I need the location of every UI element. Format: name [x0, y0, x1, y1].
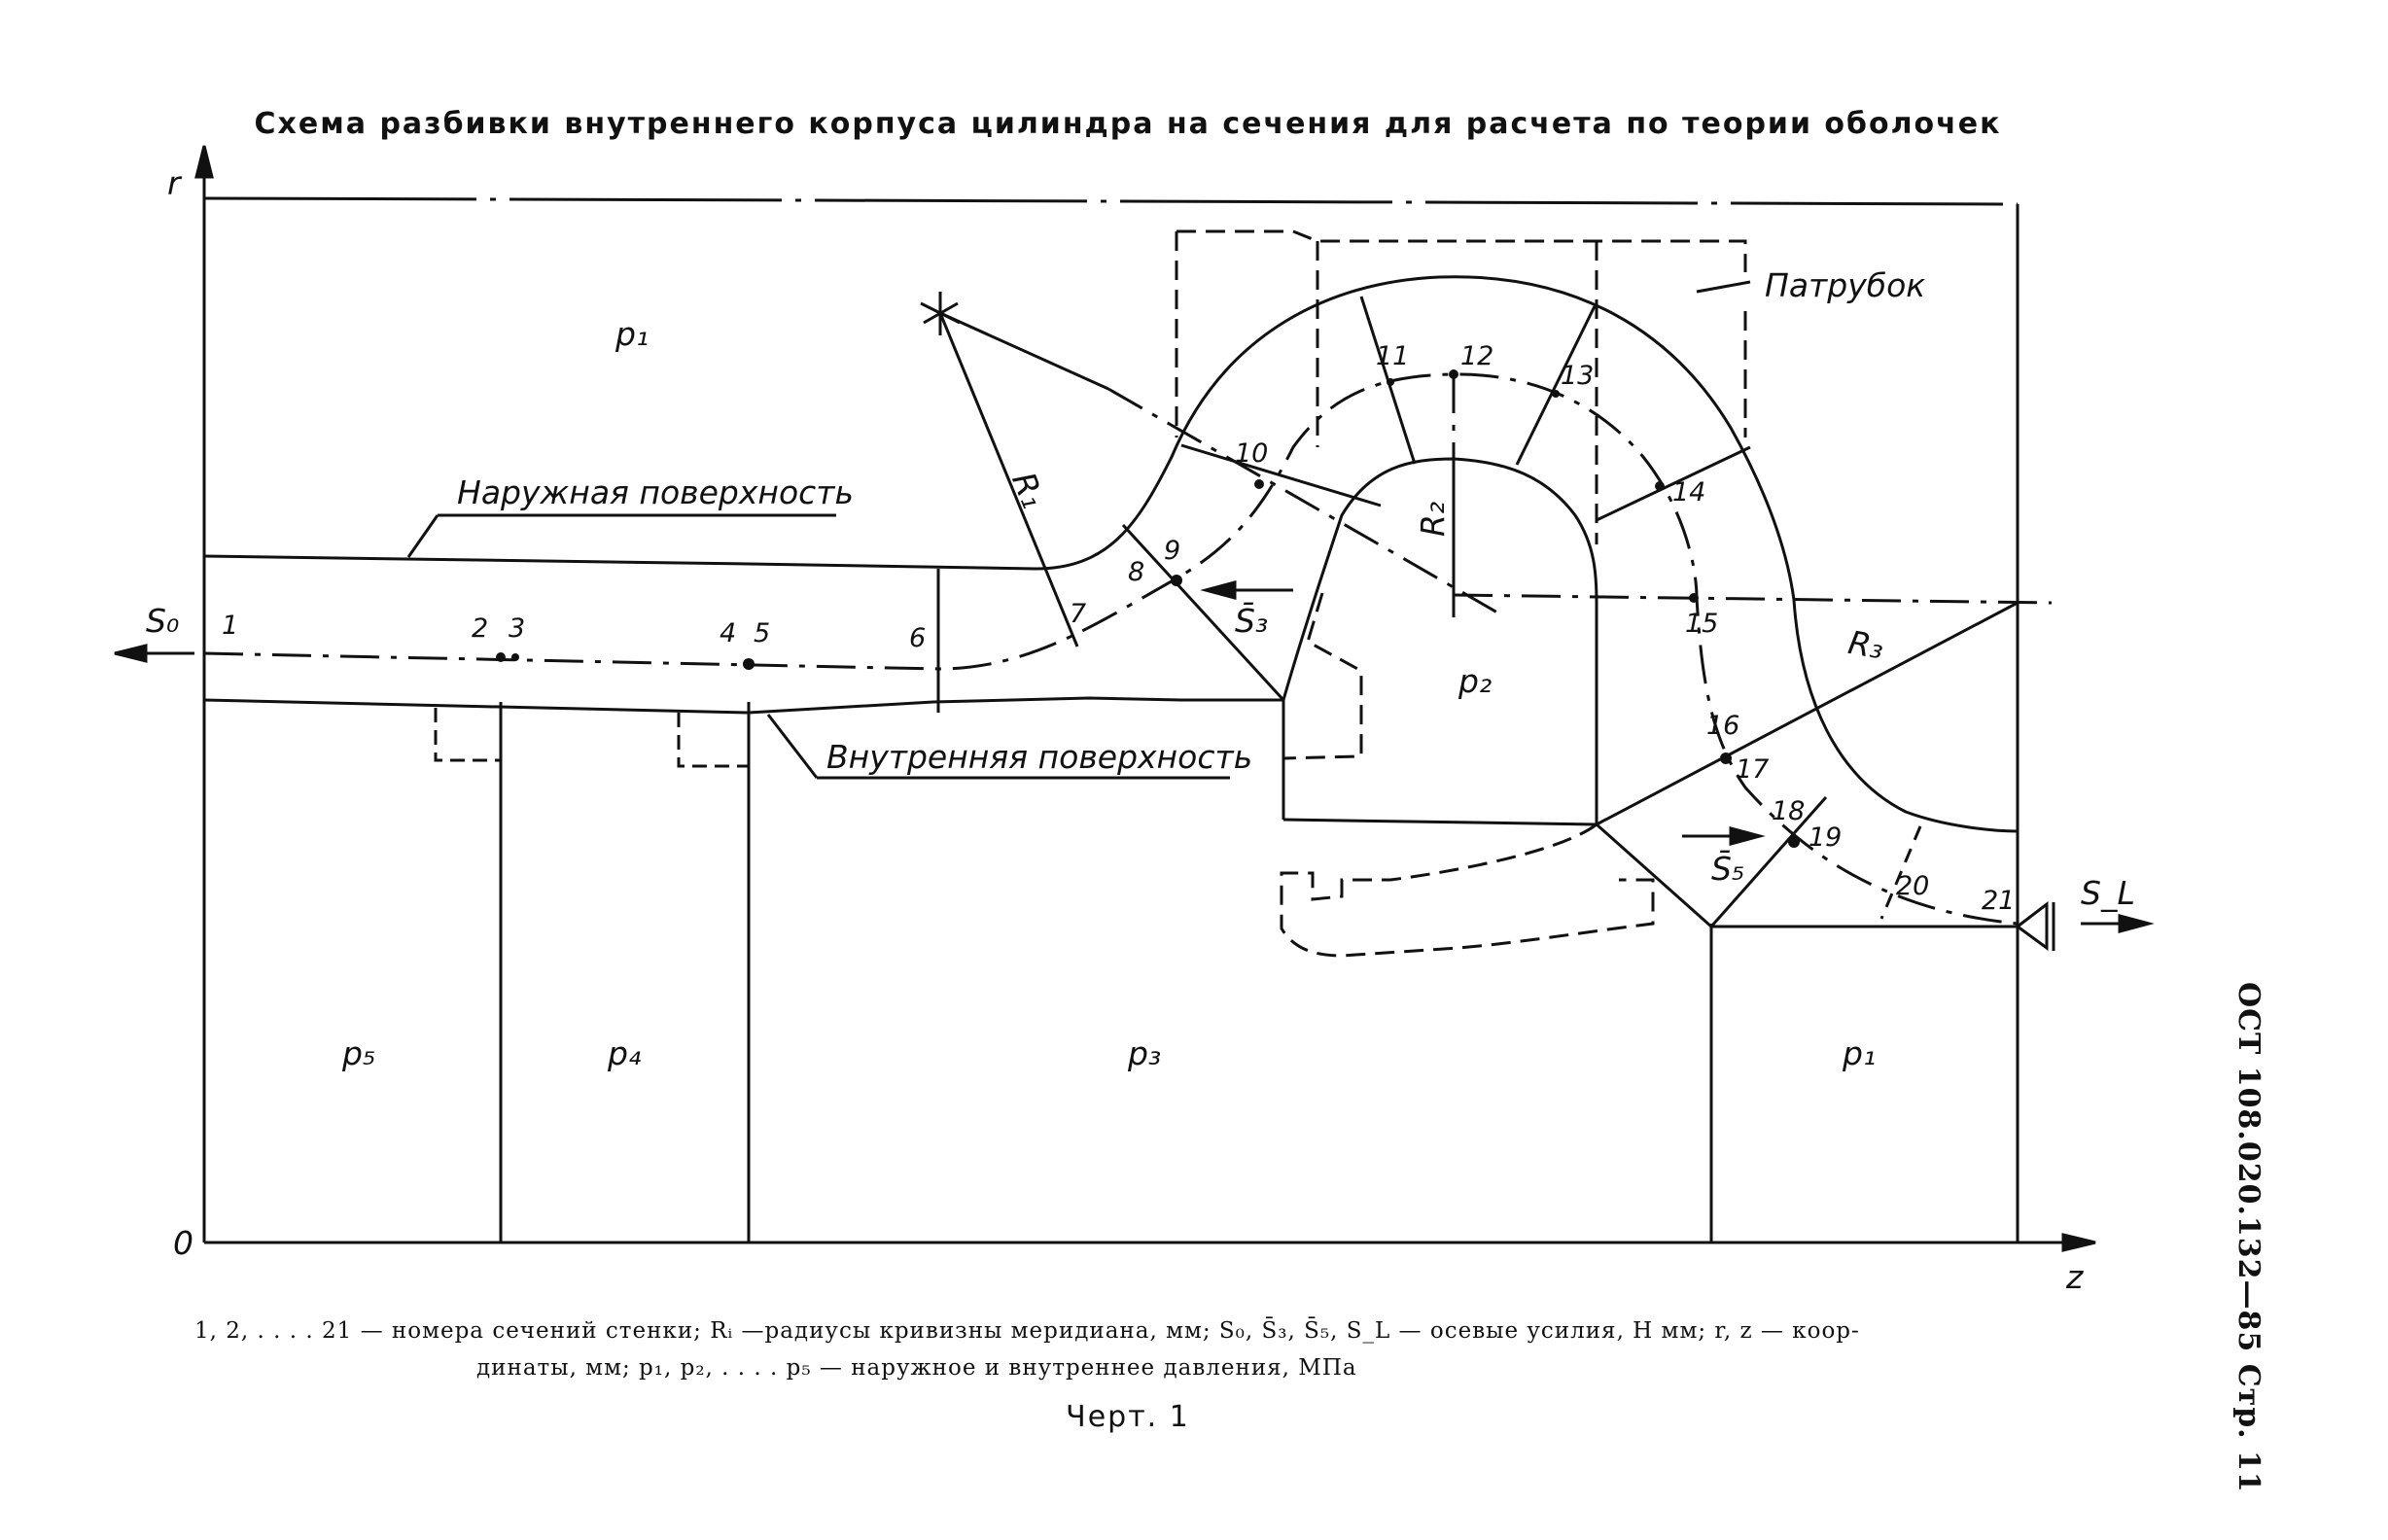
origin-label: 0: [173, 1224, 193, 1262]
support-dash-1: [434, 708, 501, 762]
s3-label: S̄₃: [1235, 601, 1268, 640]
r1-star-3: [923, 301, 959, 325]
legend-caption: 1, 2, . . . . 21 — номера сечений стенки…: [194, 1312, 2129, 1386]
lower-bend: [1596, 822, 2018, 928]
section-line-10: [1180, 443, 1382, 508]
section-label-5: 5: [754, 618, 770, 648]
side-stamp: ОСТ 108.020.132—85 Стр. 11: [2231, 982, 2265, 1493]
pressure-p3: p₃: [1127, 1034, 1161, 1072]
section-label-9: 9: [1164, 536, 1180, 566]
caption-line-1: 1, 2, . . . . 21 — номера сечений стенки…: [194, 1318, 1860, 1344]
pressure-p5: p₅: [341, 1034, 375, 1072]
r2-horizontal: [1453, 593, 2053, 605]
inner-surface-line: [203, 696, 1283, 715]
caption-line-2: динаты, мм; p₁, p₂, . . . . p₅ — наружно…: [476, 1355, 1357, 1381]
nozzle-label: Патрубок: [1765, 266, 1925, 304]
outer-surface-line: [203, 275, 2019, 833]
s5-arrowhead: [1729, 826, 1766, 846]
r3-label: R₃: [1845, 623, 1886, 667]
section-label-20: 20: [1896, 871, 1929, 901]
section-label-4: 4: [720, 618, 736, 648]
r1-label: R₁: [1004, 467, 1053, 513]
section-label-19: 19: [1809, 822, 1842, 853]
inner-dashed-contour: [1282, 592, 1363, 760]
section-label-14: 14: [1672, 477, 1705, 508]
section-label-6: 6: [909, 623, 926, 653]
top-boundary: [203, 196, 2019, 206]
section-dot-13: [1552, 390, 1560, 398]
outer-surface-leader: [406, 514, 439, 558]
section-dot-14: [1655, 481, 1665, 491]
section-label-8: 8: [1128, 557, 1144, 587]
r1-line-b: [939, 311, 1109, 391]
section-line-20: [1879, 825, 1922, 920]
r3-line: [1596, 601, 2019, 826]
pressure-p1-bottom: p₁: [1842, 1034, 1876, 1072]
section-dot-15: [1689, 593, 1699, 603]
z-axis-arrow: [2061, 1233, 2096, 1252]
section-line-13: [1515, 305, 1597, 466]
section-label-10: 10: [1235, 438, 1268, 469]
r-axis-arrow: [194, 145, 214, 179]
nozzle-leader: [1696, 280, 1751, 294]
section-label-2: 2: [472, 613, 488, 644]
nozzle-outline: [1175, 229, 1747, 544]
inner-surface-label: Внутренняя поверхность: [826, 738, 1252, 776]
r-axis-label: r: [167, 164, 183, 202]
section-label-11: 11: [1376, 341, 1409, 371]
diagram-title: Схема разбивки внутреннего корпуса цилин…: [254, 107, 2002, 141]
section-label-17: 17: [1736, 754, 1769, 785]
s0-label: S₀: [146, 602, 179, 640]
sl-arrowhead: [2118, 914, 2155, 933]
support-dash-2: [677, 713, 749, 768]
section-dot-5: [743, 658, 755, 670]
section-dot-12: [1449, 369, 1458, 379]
pressure-p4: p₄: [607, 1034, 641, 1072]
section-label-18: 18: [1772, 796, 1805, 826]
section-dot-11: [1387, 378, 1394, 386]
inner-surface-leader: [766, 714, 819, 779]
section-label-21: 21: [1982, 886, 2015, 916]
section-line-14: [1596, 445, 1751, 522]
section-label-16: 16: [1706, 711, 1739, 741]
section-dot-3: [511, 653, 519, 661]
section-label-1: 1: [222, 611, 238, 641]
section-dot-9: [1171, 575, 1182, 586]
r1-line-dashdot: [1107, 387, 1498, 614]
section-dot-10: [1254, 479, 1264, 489]
section-label-13: 13: [1561, 361, 1594, 391]
r1-line-a: [938, 312, 1079, 648]
figure-label: Черт. 1: [1066, 1400, 1190, 1434]
s5-label: S̄₅: [1711, 849, 1744, 888]
lower-dashed-contour: [1280, 822, 1655, 958]
s3-arrowhead: [1200, 580, 1237, 600]
inner-floor: [1282, 818, 1598, 826]
r2-label: R₂: [1414, 502, 1452, 537]
pressure-p2: p₂: [1457, 662, 1492, 700]
section-dot-2: [496, 652, 506, 662]
outer-surface-label: Наружная поверхность: [457, 473, 854, 511]
support-symbol: [2015, 900, 2049, 951]
section-line-8: [1121, 523, 1285, 702]
section-line-18: [1709, 796, 1828, 928]
section-dot-16: [1720, 752, 1732, 764]
s0-arrowhead: [114, 644, 148, 663]
z-axis-label: z: [2065, 1258, 2084, 1296]
section-label-15: 15: [1685, 609, 1718, 639]
section-label-12: 12: [1460, 341, 1493, 371]
section-dot-19: [1788, 836, 1800, 848]
section-label-7: 7: [1070, 599, 1086, 629]
pressure-p1-top: p₁: [615, 315, 649, 353]
inner-arc: [1282, 457, 1598, 826]
section-label-3: 3: [509, 613, 525, 644]
sl-label: S_L: [2081, 874, 2135, 912]
